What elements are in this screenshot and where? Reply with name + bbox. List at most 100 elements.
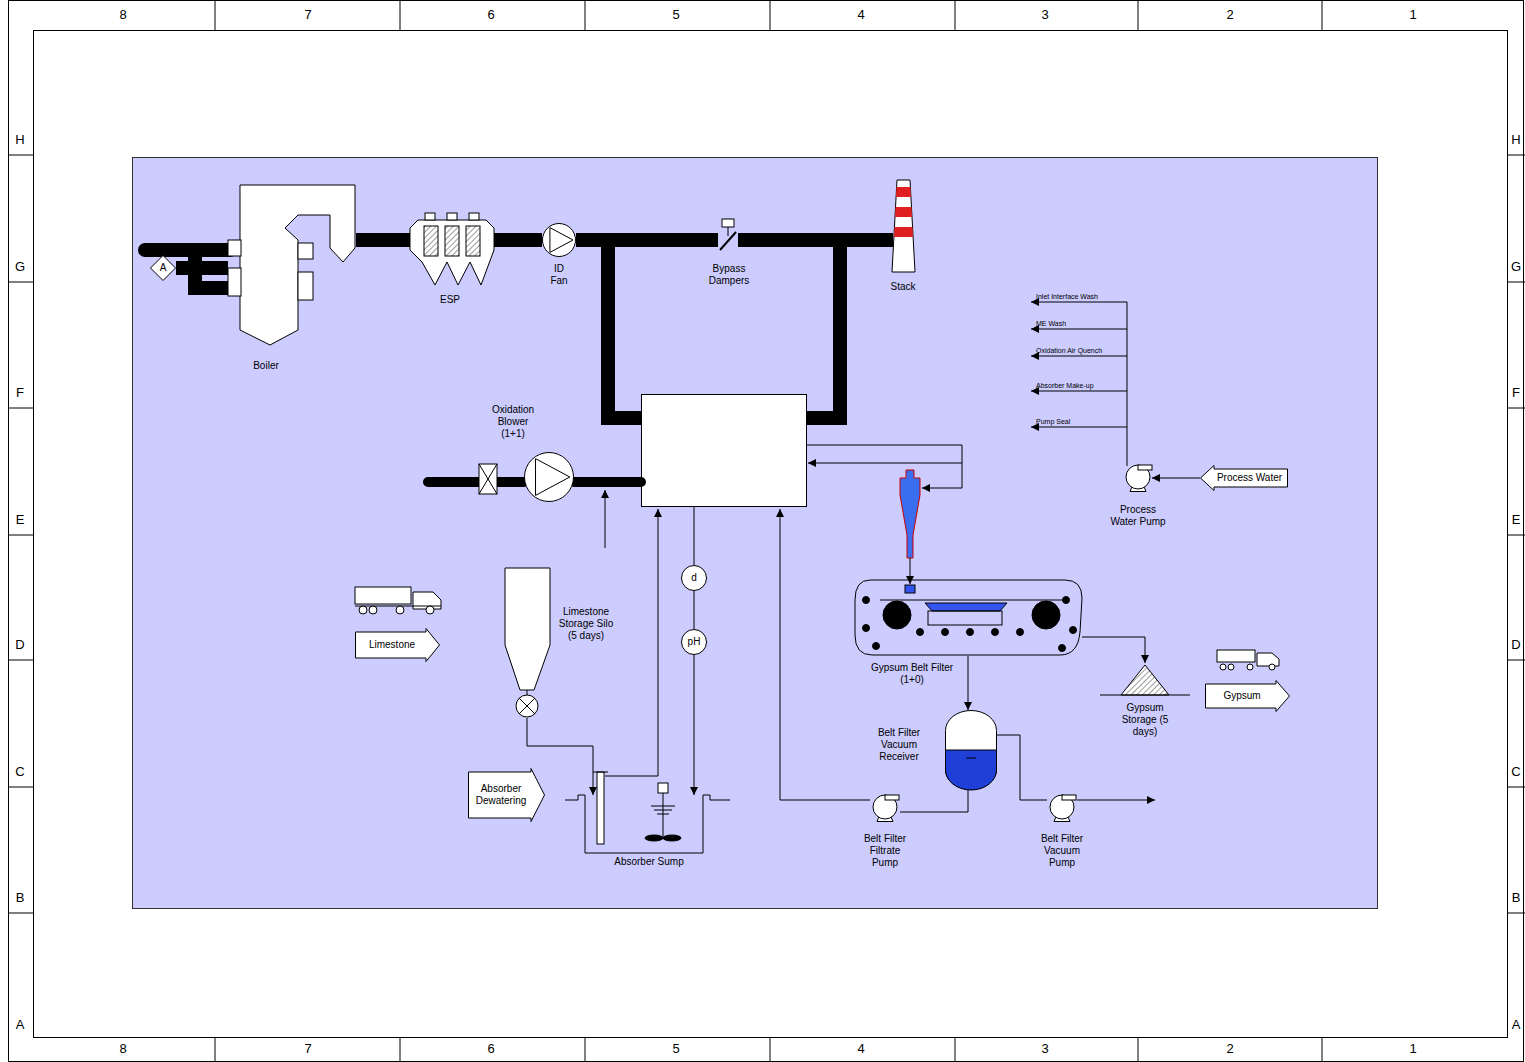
node-text: Limestone Storage Silo (5 days) xyxy=(553,606,619,642)
label-box: Gypsum xyxy=(1208,680,1276,712)
grid-reference: 1 xyxy=(1409,7,1416,23)
flow-label: Oxidation Air Quench xyxy=(1036,346,1102,356)
grid-reference: 8 xyxy=(119,7,126,23)
id-fan: ID Fan xyxy=(542,223,576,257)
node-text: Oxidation Blower (1+1) xyxy=(485,404,541,440)
node-text: ESP xyxy=(420,294,480,306)
filtrate-pump-shape xyxy=(870,794,900,822)
label-box: Belt Filter Filtrate Pump xyxy=(860,833,910,869)
grid-reference: G xyxy=(15,259,25,275)
grid-reference: H xyxy=(1511,132,1520,148)
node-text: Process Water xyxy=(1217,472,1282,484)
grid-reference: G xyxy=(1511,259,1521,275)
process-water-pump: Process Water Pump xyxy=(1124,464,1152,492)
grid-reference: 1 xyxy=(1409,1041,1416,1057)
node-text: Absorber Sump xyxy=(604,856,694,868)
grid-reference: 3 xyxy=(1041,1041,1048,1057)
grid-reference: D xyxy=(1511,637,1520,653)
limestone-inlet: Limestone xyxy=(355,628,440,662)
oxidation-blower: Oxidation Blower (1+1) xyxy=(524,452,574,502)
label-box: d xyxy=(684,565,704,591)
grid-reference: 4 xyxy=(857,7,864,23)
grid-reference: E xyxy=(1512,512,1521,528)
gypsum-belt-filter: Gypsum Belt Filter (1+0) xyxy=(855,578,1082,656)
label-box: pH xyxy=(684,629,704,655)
node-text: Belt Filter Filtrate Pump xyxy=(860,833,910,869)
node-text: Limestone xyxy=(369,639,415,651)
grid-reference: 2 xyxy=(1226,7,1233,23)
density-instrument: d xyxy=(681,565,707,591)
id-fan-shape xyxy=(542,223,576,257)
vacuum-pump-shape xyxy=(1047,794,1077,822)
flue-gas-duct xyxy=(576,233,718,247)
grid-reference: 5 xyxy=(672,7,679,23)
process-line xyxy=(1082,637,1145,663)
vacuum-receiver-shape xyxy=(945,710,997,790)
node-text: Belt Filter Vacuum Receiver xyxy=(870,727,928,763)
vacuum-receiver: Belt Filter Vacuum Receiver xyxy=(945,710,997,790)
grid-reference: 3 xyxy=(1041,7,1048,23)
grid-reference: F xyxy=(16,385,24,401)
label-box: Bypass Dampers xyxy=(700,263,758,287)
node-text: Process Water Pump xyxy=(1108,504,1168,528)
process-line xyxy=(900,790,968,812)
label-box: ESP xyxy=(420,294,480,306)
grid-reference: A xyxy=(16,1017,25,1033)
node-text: ID Fan xyxy=(545,263,573,287)
process-line xyxy=(1152,478,1200,479)
node-text: Gypsum Belt Filter (1+0) xyxy=(862,662,962,686)
stack: Stack xyxy=(893,180,913,273)
node-text: d xyxy=(691,572,697,584)
label-box: Belt Filter Vacuum Receiver xyxy=(870,727,928,763)
process-line xyxy=(694,591,695,629)
label-box: Process Water Pump xyxy=(1108,504,1168,528)
label-box: Gypsum Belt Filter (1+0) xyxy=(862,662,962,686)
grid-reference: 5 xyxy=(672,1041,679,1057)
bypass-damper: Bypass Dampers xyxy=(718,219,738,251)
label-box: ID Fan xyxy=(545,263,573,287)
grid-reference: C xyxy=(1511,764,1520,780)
label-box: Limestone Storage Silo (5 days) xyxy=(553,606,619,642)
label-box: Limestone xyxy=(358,628,426,662)
process-water-inlet: Process Water xyxy=(1200,465,1288,491)
ph-instrument: pH xyxy=(681,629,707,655)
node-text: Stack xyxy=(880,281,926,293)
flue-gas-duct xyxy=(494,233,542,247)
boiler: Boiler xyxy=(228,184,356,346)
limestone-silo: Limestone Storage Silo (5 days) xyxy=(505,568,550,718)
flue-gas-duct xyxy=(176,261,228,275)
oxidation-blower-shape xyxy=(524,452,574,502)
node-text: Gypsum xyxy=(1223,690,1260,702)
gypsum-outlet: Gypsum xyxy=(1205,680,1290,712)
flow-label: Inlet Interface Wash xyxy=(1036,292,1098,302)
node-text: Gypsum Storage (5 days) xyxy=(1110,702,1180,738)
grid-reference: 6 xyxy=(487,1041,494,1057)
grid-reference: H xyxy=(15,132,24,148)
flow-label: ME Wash xyxy=(1036,319,1066,329)
label-box: Absorber Dewatering xyxy=(471,768,531,822)
absorber-sump: Absorber Sump xyxy=(585,795,703,853)
grid-reference: 8 xyxy=(119,1041,126,1057)
node-text: Belt Filter Vacuum Pump xyxy=(1037,833,1087,869)
node-text: pH xyxy=(688,636,701,648)
label-box: A xyxy=(153,255,173,281)
electrostatic-precipitator: ESP xyxy=(410,216,494,286)
label-box: Oxidation Blower (1+1) xyxy=(485,404,541,440)
label-box: Process Water xyxy=(1214,465,1285,491)
flow-label: Absorber Make-up xyxy=(1036,381,1094,391)
gypsum-storage: Gypsum Storage (5 days) xyxy=(1100,663,1190,698)
process-line xyxy=(694,655,695,795)
label-box: Stack xyxy=(880,281,926,293)
node-text: A xyxy=(160,262,167,274)
grid-reference: B xyxy=(16,890,25,906)
flue-gas-duct xyxy=(738,233,893,247)
label-box: Gypsum Storage (5 days) xyxy=(1110,702,1180,738)
dewatering-inlet: Absorber Dewatering xyxy=(468,768,545,822)
grid-reference: F xyxy=(1512,385,1520,401)
vacuum-pump: Belt Filter Vacuum Pump xyxy=(1047,794,1077,822)
node-text: Absorber Dewatering xyxy=(471,783,531,807)
filtrate-pump: Belt Filter Filtrate Pump xyxy=(870,794,900,822)
